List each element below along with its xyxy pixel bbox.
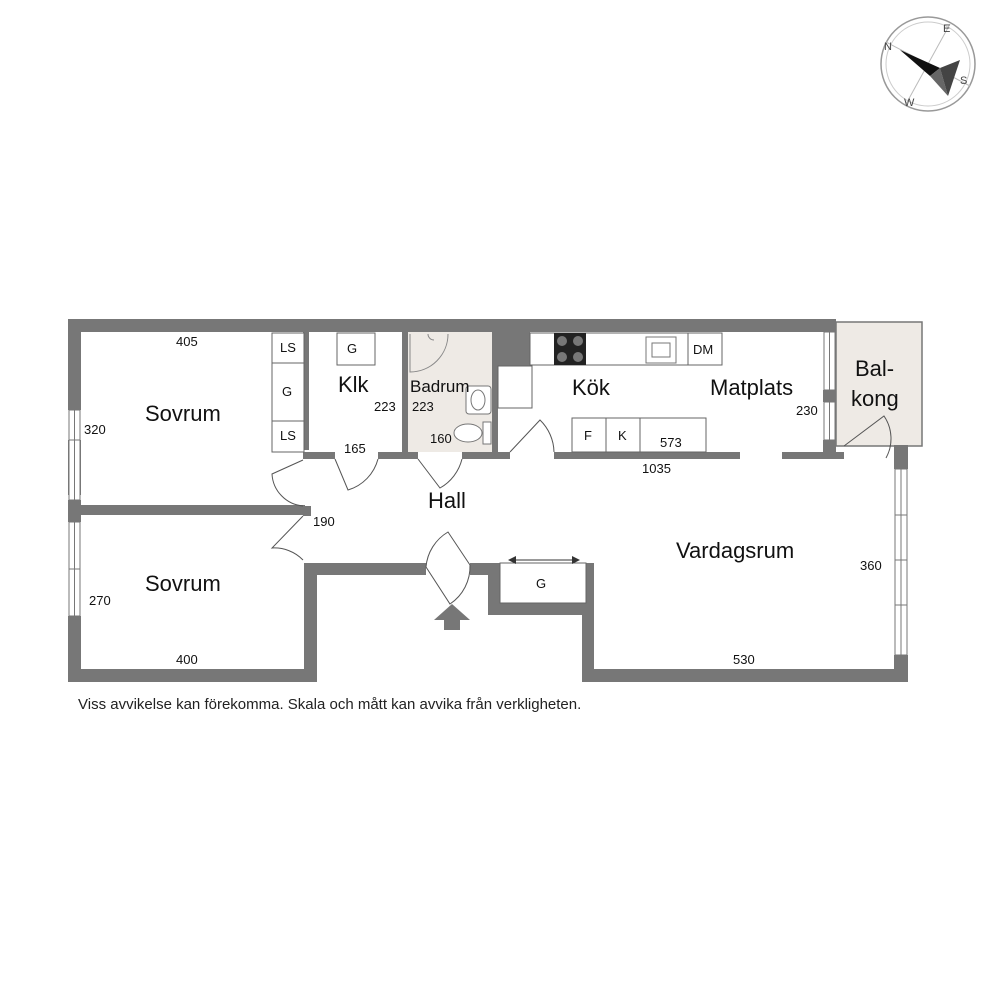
kitchen-sink-icon: [645, 336, 677, 364]
compass-e: E: [943, 23, 950, 35]
door-kitchen: [509, 419, 555, 453]
dim-400: 400: [176, 652, 198, 667]
dimension-labels: 405 320 270 400 223 223 165 160 190 573 …: [84, 334, 882, 667]
klk-wardrobe-label: G: [347, 341, 357, 356]
wardrobe-ls-bottom: [271, 420, 305, 453]
dim-573: 573: [660, 435, 682, 450]
dim-160: 160: [430, 431, 452, 446]
compass-ring: [880, 16, 976, 112]
arrow-right-icon: [572, 556, 580, 564]
compass: N E S W: [880, 16, 976, 112]
disclaimer-text: Viss avvikelse kan förekomma. Skala och …: [78, 696, 582, 713]
freezer-label: K: [618, 428, 627, 443]
room-hall: Hall: [428, 488, 466, 513]
wardrobe-ls-bottom-label: LS: [280, 428, 296, 443]
door-balcony: [843, 415, 892, 459]
wall-top: [68, 319, 836, 332]
room-sovrum-bottom: Sovrum: [145, 571, 221, 596]
kitchen-cabinet: [497, 365, 533, 409]
room-klk: Klk: [338, 372, 370, 397]
balcony-floor: [835, 321, 923, 447]
room-labels: Sovrum Sovrum Klk Badrum Kök Matplats Ba…: [145, 356, 899, 596]
wardrobe-ls-top: [271, 332, 305, 364]
hall-wardrobe-label: G: [536, 576, 546, 591]
wall-bottom-left: [68, 669, 304, 682]
entrance-door: [425, 531, 471, 605]
toilet-icon: [482, 421, 492, 445]
dim-223-klk: 223: [374, 399, 396, 414]
compass-s: S: [960, 75, 967, 87]
wall-kitchen-counter: [554, 452, 740, 459]
compass-n: N: [884, 41, 892, 53]
room-vardagsrum: Vardagsrum: [676, 538, 794, 563]
dim-1035: 1035: [642, 461, 671, 476]
dim-360: 360: [860, 558, 882, 573]
door-bathroom: [417, 458, 463, 489]
compass-south-arrow: [930, 68, 948, 96]
kitchen-counter-bottom: [571, 417, 707, 453]
klk-wardrobe: [336, 332, 376, 366]
dim-230: 230: [796, 403, 818, 418]
dishwasher-label: DM: [693, 342, 713, 357]
compass-inner-ring: [885, 21, 971, 107]
door-bedroom-top: [271, 459, 304, 507]
dim-405: 405: [176, 334, 198, 349]
windows: [68, 331, 908, 656]
fixtures: LS G LS G DM F K G: [271, 332, 723, 604]
hall-wardrobe: [499, 562, 587, 604]
room-sovrum-top: Sovrum: [145, 401, 221, 426]
room-badrum: Badrum: [410, 377, 470, 396]
dim-320: 320: [84, 422, 106, 437]
dim-270: 270: [89, 593, 111, 608]
entrance-arrow-icon: [434, 604, 470, 630]
wardrobe-g: [271, 362, 305, 422]
room-balkong-line1: Bal-: [855, 356, 894, 381]
wall-bottom-right: [582, 669, 908, 682]
dim-190: 190: [313, 514, 335, 529]
dim-165: 165: [344, 441, 366, 456]
fridge-label: F: [584, 428, 592, 443]
arrow-left-icon: [508, 556, 516, 564]
door-bedroom-bottom: [270, 515, 304, 561]
room-matplats: Matplats: [710, 375, 793, 400]
room-balkong-line2: kong: [851, 386, 899, 411]
door-klk: [334, 458, 379, 491]
wardrobe-g-label: G: [282, 384, 292, 399]
compass-w: W: [904, 97, 915, 109]
doors: [270, 415, 892, 630]
wall-between-bedrooms: [81, 505, 305, 515]
compass-north-arrow: [900, 50, 940, 76]
dim-530: 530: [733, 652, 755, 667]
room-kok: Kök: [572, 375, 611, 400]
sink-icon: [465, 385, 492, 415]
shower-icon: [409, 333, 449, 373]
dim-223-bad: 223: [412, 399, 434, 414]
wardrobe-ls-top-label: LS: [280, 340, 296, 355]
